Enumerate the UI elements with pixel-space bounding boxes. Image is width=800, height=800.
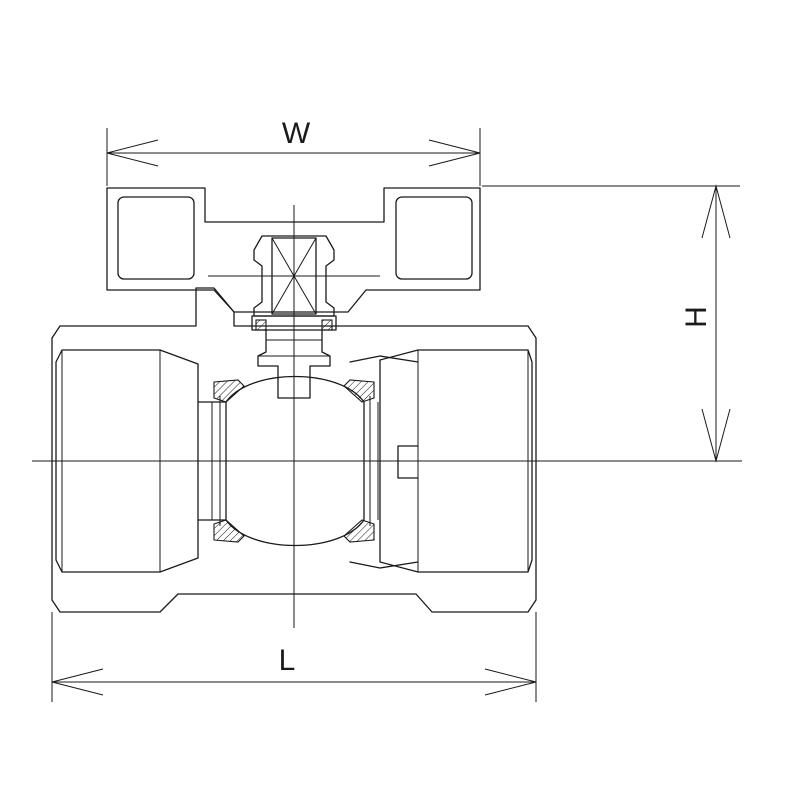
h-arrow-top [701,184,731,239]
length-label: L [279,644,296,677]
nut-square [271,237,317,315]
handle-left-window [117,196,195,280]
height-label: H [680,306,713,328]
stem-shaft [257,329,331,399]
l-arrow-left [51,668,104,696]
center-lines [32,205,742,628]
stem-packing [251,315,337,399]
end-cap-slot [397,445,419,479]
end-cap-bottom [349,561,419,569]
w-arrow-right [428,139,481,167]
dimension-w: W [106,117,481,186]
end-cap-top [349,355,419,363]
w-arrow-left [106,139,159,167]
valve-body [51,287,537,613]
ball-assembly [197,355,419,569]
width-label: W [282,117,311,150]
h-arrow-bottom [701,408,731,463]
body-outline [51,287,537,613]
l-arrow-right [484,668,537,696]
handle-right-window [395,196,473,280]
seat-top-left [213,379,245,403]
dimension-h: H [482,184,740,463]
dimension-l: L [51,612,537,702]
ball-outline [225,375,365,547]
packing-hatch-right [321,319,333,331]
seat-bottom-left [213,519,245,543]
handle-outline [106,187,481,313]
packing-gland [251,315,337,331]
packing-hatch-left [255,319,267,331]
seat-bottom-right [343,519,375,543]
nut-cross-2 [271,237,317,315]
seat-top-right [343,379,375,403]
